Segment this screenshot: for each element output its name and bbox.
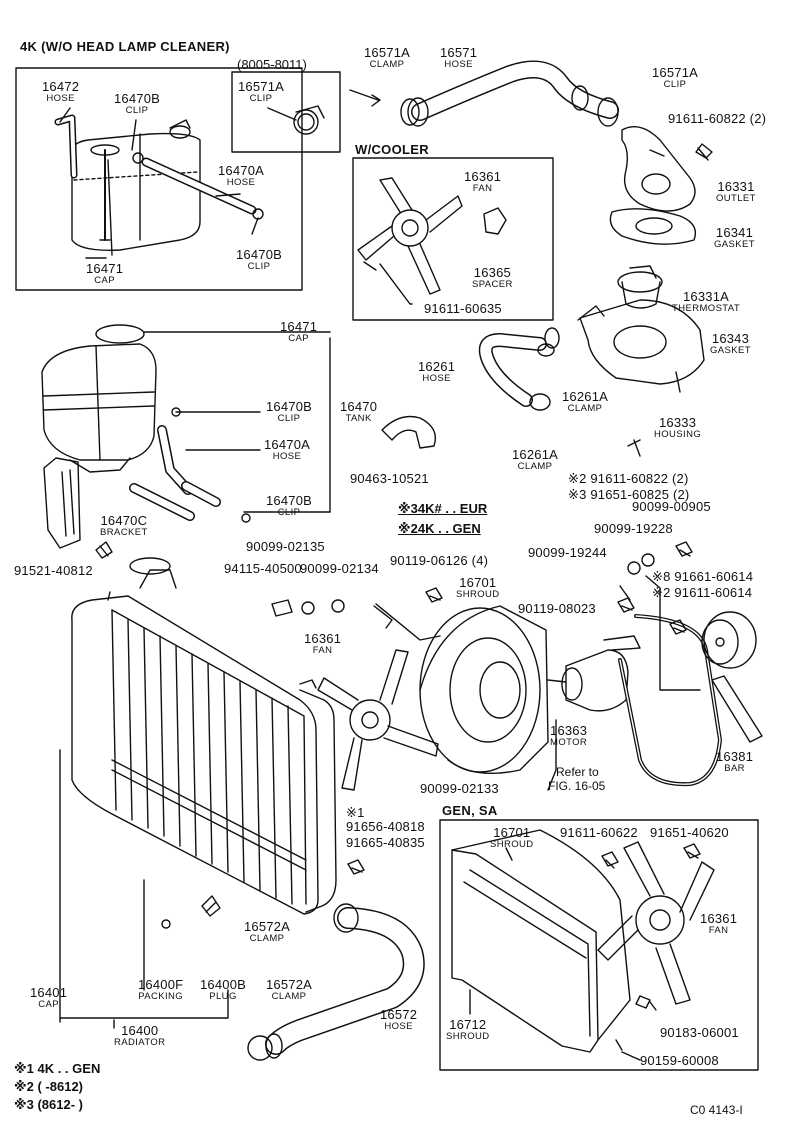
callout-90463-10521: 90463-10521 bbox=[350, 471, 429, 486]
callout-91611-60614: ※2 91611-60614 bbox=[652, 585, 753, 600]
inset-box-4k bbox=[15, 67, 303, 291]
inset-box-gen-sa bbox=[439, 819, 759, 1071]
callout-91656-40818: 91656-40818 bbox=[346, 819, 425, 834]
callout-90099-19228: 90099-19228 bbox=[594, 521, 673, 536]
note-refer: Refer to bbox=[556, 765, 599, 779]
callout-91611-60822-2: ※2 91611-60822 (2) bbox=[568, 471, 689, 486]
inset-box-cooler bbox=[352, 157, 554, 321]
callout-90099-02133: 90099-02133 bbox=[420, 781, 499, 796]
callout-90119-08023: 90119-08023 bbox=[518, 601, 596, 616]
callout-91611-60622: 91611-60622 bbox=[560, 825, 638, 840]
callout-90159-60008: 90159-60008 bbox=[640, 1053, 719, 1068]
footnote-2: ※2 ( -8612) bbox=[14, 1079, 83, 1094]
callout-90183-06001: 90183-06001 bbox=[660, 1025, 739, 1040]
footnote-3: ※3 (8612- ) bbox=[14, 1097, 83, 1112]
callout-91611-60822: 91611-60822 (2) bbox=[668, 111, 767, 126]
callout-94115-40500: 94115-40500 bbox=[224, 561, 302, 576]
callout-91665-40835: 91665-40835 bbox=[346, 835, 425, 850]
footnote-1: ※1 4K . . GEN bbox=[14, 1061, 101, 1076]
callout-90099-00905: 90099-00905 bbox=[632, 499, 711, 514]
callout-note-1: ※1 bbox=[346, 805, 365, 820]
callout-91661-60614: ※8 91661-60614 bbox=[652, 569, 754, 584]
header-date-range: (8005-8011) bbox=[237, 57, 307, 72]
callout-91651-60825: ※3 91651-60825 (2) bbox=[568, 487, 690, 502]
callout-90099-02134: 90099-02134 bbox=[300, 561, 379, 576]
header-w-cooler: W/COOLER bbox=[355, 142, 429, 157]
callout-91521-40812: 91521-40812 bbox=[14, 563, 93, 578]
header-gen-sa: GEN, SA bbox=[442, 803, 498, 818]
figure-code: C0 4143-I bbox=[690, 1103, 743, 1117]
callout-91611-60635: 91611-60635 bbox=[424, 301, 502, 316]
header-4k: 4K (W/O HEAD LAMP CLEANER) bbox=[20, 39, 230, 54]
note-refer-fig: FIG. 16-05 bbox=[548, 779, 606, 793]
note-eur: ※34K# . . EUR bbox=[398, 501, 488, 516]
note-gen: ※24K . . GEN bbox=[398, 521, 481, 536]
callout-91651-40620: 91651-40620 bbox=[650, 825, 729, 840]
callout-90099-19244: 90099-19244 bbox=[528, 545, 607, 560]
callout-90119-06126: 90119-06126 (4) bbox=[390, 553, 489, 568]
callout-90099-02135: 90099-02135 bbox=[246, 539, 325, 554]
inset-box-date bbox=[231, 71, 341, 153]
